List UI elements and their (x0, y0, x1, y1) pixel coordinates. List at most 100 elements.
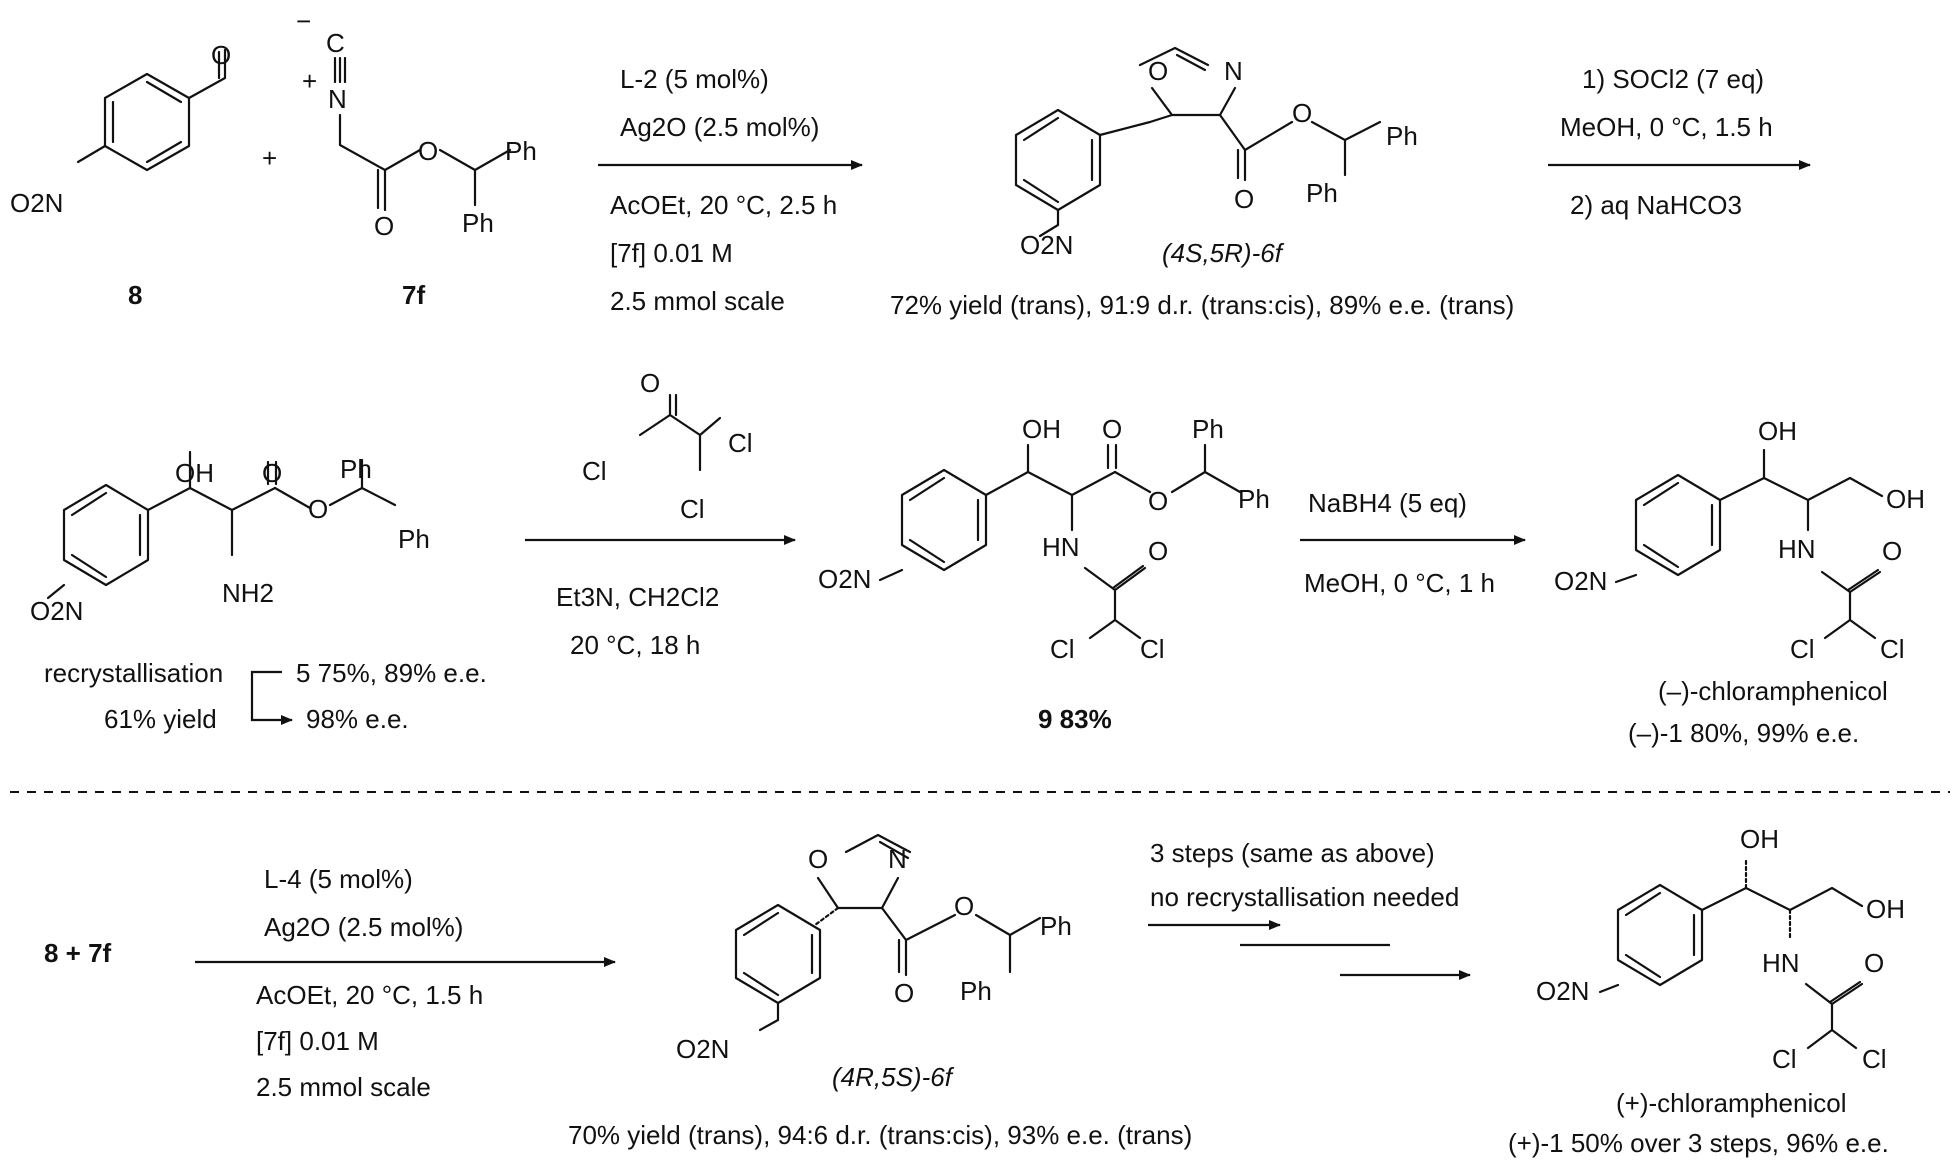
step2-line3: 2) aq NaHCO3 (1570, 190, 1742, 220)
isocyanide-c: C (326, 28, 345, 58)
arrow-step2: 1) SOCl2 (7 eq) MeOH, 0 °C, 1.5 h 2) aq … (1548, 64, 1811, 220)
stereo-label: (4S,5R)-6f (1162, 238, 1285, 268)
result-line: 72% yield (trans), 91:9 d.r. (trans:cis)… (890, 290, 1514, 320)
compound-1-plus: OH OH HN O Cl Cl O2N (+)-chloramphenicol… (1508, 824, 1905, 1158)
step1-catalyst: L-2 (5 mol%) (620, 64, 769, 94)
oxazoline-o: O (1148, 56, 1168, 86)
oxazoline-n: N (1224, 56, 1243, 86)
cl-2: Cl (1862, 1044, 1887, 1074)
step1-silver: Ag2O (2.5 mol%) (620, 112, 819, 142)
cl-1: Cl (1050, 634, 1075, 664)
result-line: 70% yield (trans), 94:6 d.r. (trans:cis)… (568, 1120, 1192, 1150)
nitro-label: O2N (818, 564, 871, 594)
step1-scale: 2.5 mmol scale (610, 286, 785, 316)
oh-primary: OH (1866, 894, 1905, 924)
recrystallisation: recrystallisation 61% yield 5 75%, 89% e… (44, 658, 487, 734)
cl-2: Cl (1880, 634, 1905, 664)
compound-label-8: 8 (128, 280, 142, 310)
charge-minus: − (296, 6, 311, 36)
step2-line2: MeOH, 0 °C, 1.5 h (1560, 112, 1773, 142)
ph-2: Ph (960, 976, 992, 1006)
ph-1: Ph (505, 136, 537, 166)
stereo-label: (4R,5S)-6f (832, 1062, 955, 1092)
compound-1-minus: OH OH HN O Cl Cl O2N (–)-chloramphenicol… (1554, 416, 1925, 748)
compound-7f: C − N + O O Ph Ph 7f (296, 6, 537, 310)
aldehyde-o: O (211, 40, 231, 70)
nitro-label: O2N (10, 188, 63, 218)
amide-o: O (1148, 536, 1168, 566)
ph-1: Ph (1386, 121, 1418, 151)
oh-primary: OH (1886, 484, 1925, 514)
step5-catalyst: L-4 (5 mol%) (264, 864, 413, 894)
compound-6f-trans: O N O O Ph Ph O2N (4S,5R)-6f 72% yield (… (890, 46, 1514, 320)
step1-solvent: AcOEt, 20 °C, 2.5 h (610, 190, 837, 220)
nitro-label: O2N (1554, 566, 1607, 596)
oxazoline-n: N (888, 844, 907, 874)
carbonyl-o: O (374, 211, 394, 241)
carbonyl-o: O (1102, 414, 1122, 444)
acyl-cl-2: Cl (728, 428, 753, 458)
acyl-cl-3: Cl (680, 494, 705, 524)
oh-label: OH (175, 458, 214, 488)
ph-1: Ph (1192, 414, 1224, 444)
charge-plus: + (302, 66, 317, 96)
result-line: (+)-1 50% over 3 steps, 96% e.e. (1508, 1128, 1889, 1158)
oxazoline-o: O (808, 844, 828, 874)
step3-line1: Et3N, CH2Cl2 (556, 582, 719, 612)
ph-2: Ph (398, 524, 430, 554)
step5-conc: [7f] 0.01 M (256, 1026, 379, 1056)
isocyanide-n: N (328, 84, 347, 114)
arrow-step6: 3 steps (same as above) no recrystallisa… (1148, 838, 1471, 980)
compound-8: O O2N 8 (10, 40, 231, 310)
arrow-step4: NaBH4 (5 eq) MeOH, 0 °C, 1 h (1300, 488, 1526, 598)
ph-2: Ph (1306, 178, 1338, 208)
amine-label: NH2 (222, 578, 274, 608)
ester-o: O (1148, 486, 1168, 516)
ph-1: Ph (1040, 911, 1072, 941)
step3-line2: 20 °C, 18 h (570, 630, 700, 660)
oh-secondary: OH (1740, 824, 1779, 854)
oh-secondary: OH (1758, 416, 1797, 446)
step5-silver: Ag2O (2.5 mol%) (264, 912, 463, 942)
arrow-step5: L-4 (5 mol%) Ag2O (2.5 mol%) AcOEt, 20 °… (195, 864, 616, 1102)
nitro-label: O2N (30, 596, 83, 626)
nitro-label: O2N (676, 1034, 729, 1064)
compound-name: (–)-chloramphenicol (1658, 676, 1888, 706)
ester-o: O (418, 136, 438, 166)
step6-line2: no recrystallisation needed (1150, 882, 1459, 912)
oh-label: OH (1022, 414, 1061, 444)
carbonyl-o: O (1234, 184, 1254, 214)
amide-nh: HN (1762, 948, 1800, 978)
ester-o: O (308, 494, 328, 524)
cl-2: Cl (1140, 634, 1165, 664)
compound-5: OH O O Ph Ph NH2 O2N (30, 450, 430, 626)
arrow-step3: O Cl Cl Cl Et3N, CH2Cl2 20 °C, 18 h (525, 368, 796, 660)
amide-o: O (1864, 948, 1884, 978)
ester-o: O (954, 891, 974, 921)
compound-name: (+)-chloramphenicol (1616, 1088, 1846, 1118)
before-recryst: 5 75%, 89% e.e. (296, 658, 487, 688)
carbonyl-o: O (262, 458, 282, 488)
acyl-o: O (640, 368, 660, 398)
nitro-label: O2N (1020, 230, 1073, 260)
plus-sign: + (262, 143, 277, 173)
amide-nh: HN (1778, 534, 1816, 564)
nitro-label: O2N (1536, 976, 1589, 1006)
step4-line1: NaBH4 (5 eq) (1308, 488, 1467, 518)
step5-solvent: AcOEt, 20 °C, 1.5 h (256, 980, 483, 1010)
recryst-yield: 61% yield (104, 704, 217, 734)
step1-conc: [7f] 0.01 M (610, 238, 733, 268)
ph-2: Ph (462, 208, 494, 238)
amide-nh: HN (1042, 532, 1080, 562)
cl-1: Cl (1790, 634, 1815, 664)
step5-scale: 2.5 mmol scale (256, 1072, 431, 1102)
step6-line1: 3 steps (same as above) (1150, 838, 1435, 868)
step4-line2: MeOH, 0 °C, 1 h (1304, 568, 1495, 598)
carbonyl-o: O (894, 978, 914, 1008)
start-materials: 8 + 7f (44, 938, 112, 968)
after-recryst: 98% e.e. (306, 704, 409, 734)
result-line: (–)-1 80%, 99% e.e. (1628, 718, 1859, 748)
recryst-label: recrystallisation (44, 658, 223, 688)
ester-o: O (1292, 98, 1312, 128)
